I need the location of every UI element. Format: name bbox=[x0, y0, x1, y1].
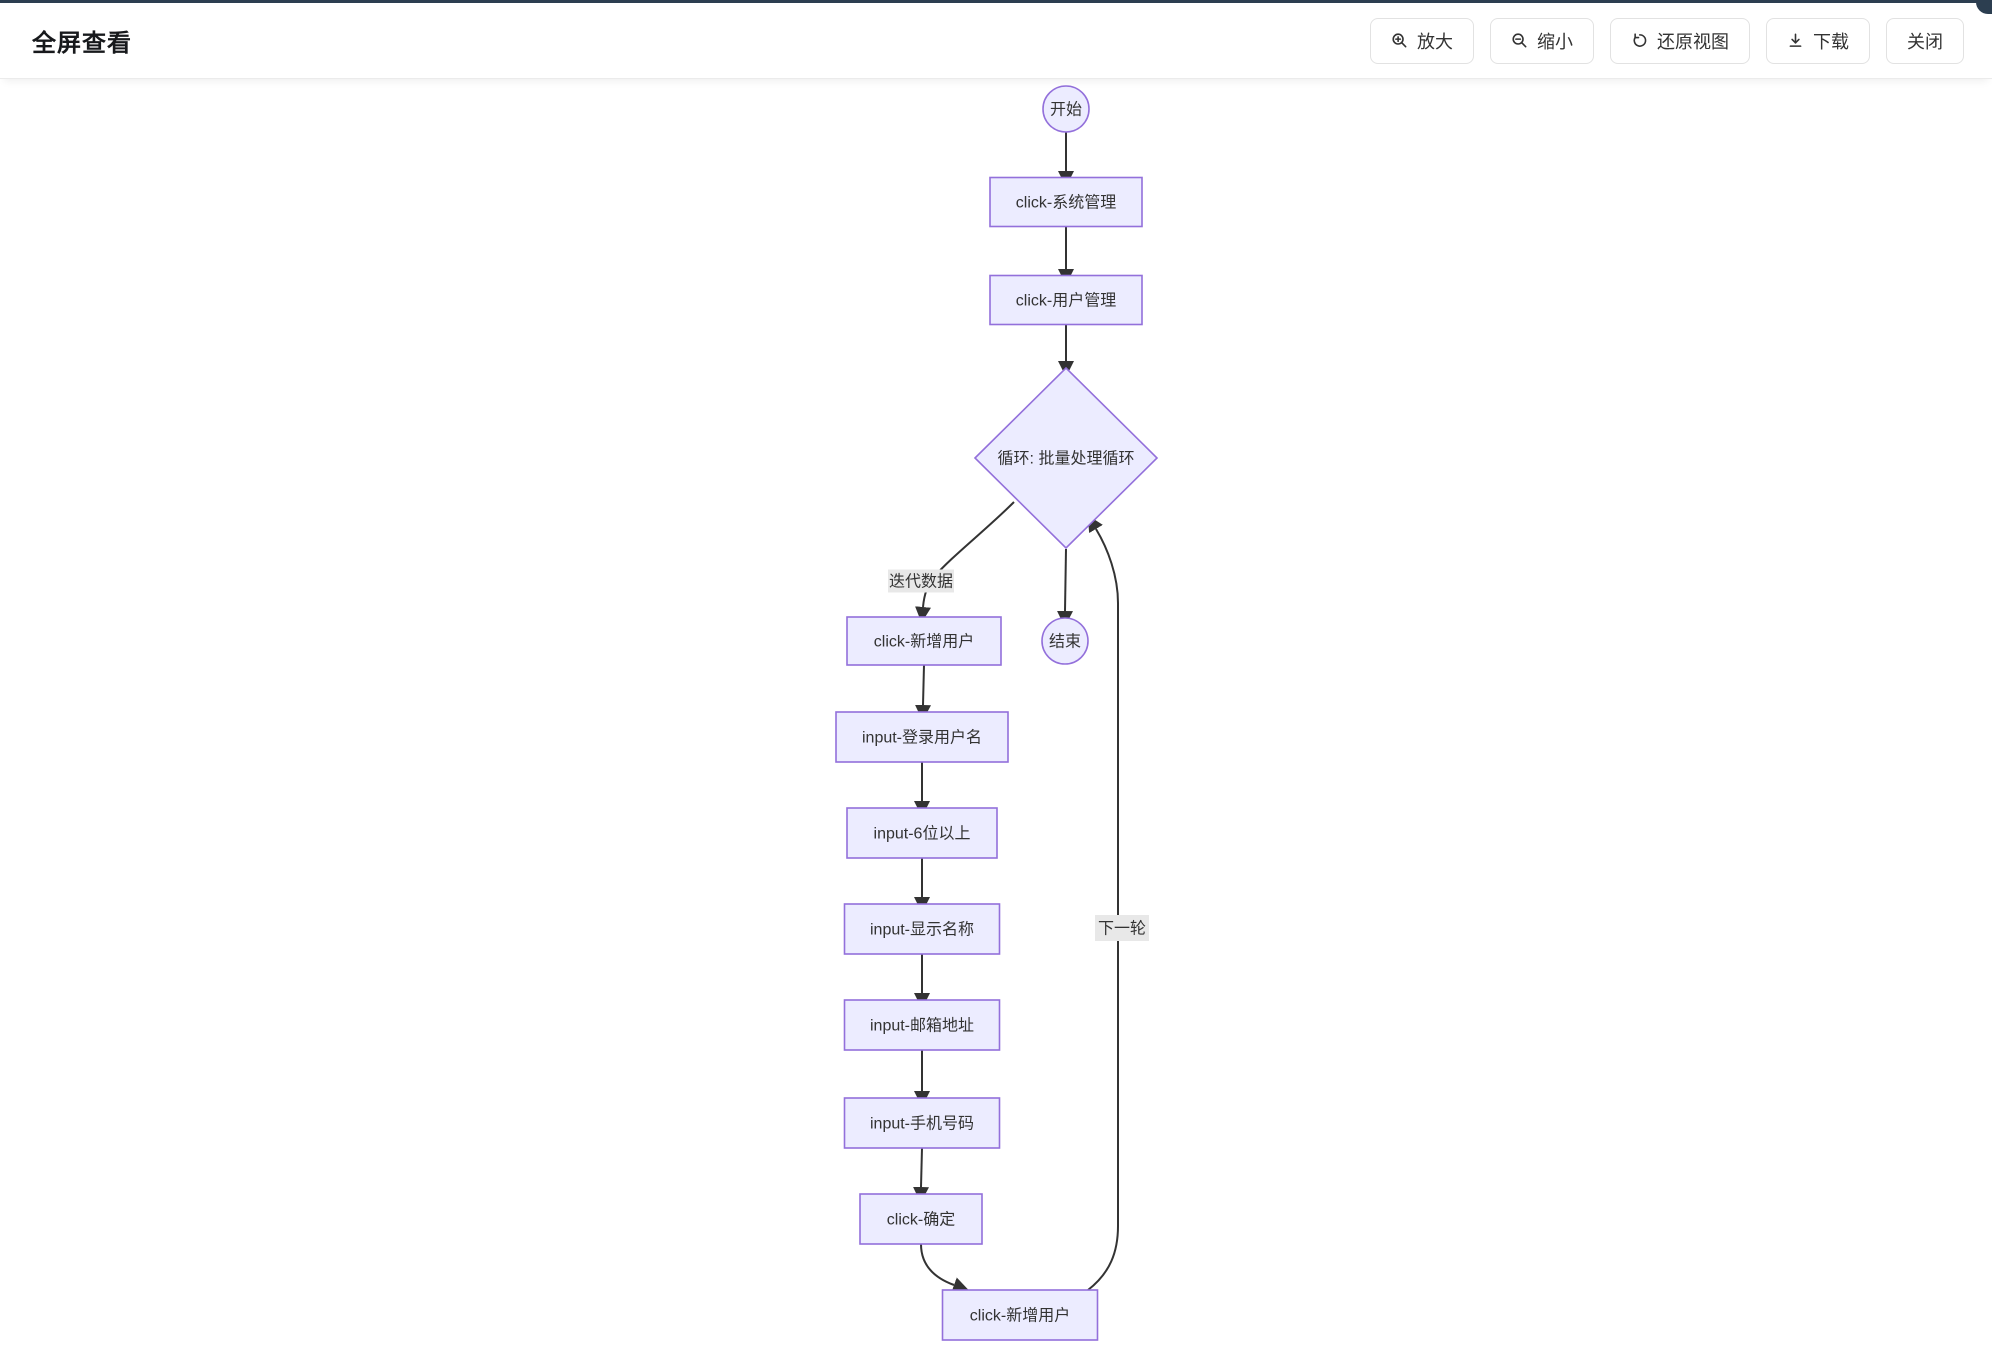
zoom-out-button[interactable]: 缩小 bbox=[1490, 17, 1594, 64]
rect-shape bbox=[989, 274, 1143, 326]
button-label: 还原视图 bbox=[1657, 31, 1729, 52]
page-title: 全屏查看 bbox=[32, 30, 132, 57]
flow-node-click-usermgmt: click-用户管理 bbox=[989, 274, 1143, 326]
edge-label-bg bbox=[1095, 915, 1149, 941]
rect-shape bbox=[941, 1289, 1099, 1341]
edge-label: 迭代数据 bbox=[889, 573, 953, 591]
flow-edge-click-adduser-2-to-loop bbox=[1087, 515, 1119, 1291]
edge-label: 下一轮 bbox=[1098, 920, 1146, 938]
corner-notch bbox=[1976, 0, 1992, 14]
rect-shape bbox=[859, 1193, 983, 1245]
flow-node-click-adduser-2: click-新增用户 bbox=[941, 1289, 1099, 1341]
toolbar-buttons: 放大 缩小 还原视图 bbox=[1370, 17, 1964, 64]
flow-node-click-adduser-1: click-新增用户 bbox=[846, 616, 1002, 666]
rect-shape bbox=[843, 999, 1001, 1051]
edge-label-bg bbox=[888, 569, 954, 593]
flow-node-input-username: input-登录用户名 bbox=[835, 711, 1009, 763]
button-label: 关闭 bbox=[1907, 31, 1943, 52]
rect-shape bbox=[846, 616, 1002, 666]
reset-view-icon bbox=[1633, 33, 1647, 47]
flow-node-input-password: input-6位以上 bbox=[846, 807, 998, 859]
flow-node-start: 开始 bbox=[1042, 85, 1090, 133]
button-label: 下载 bbox=[1813, 31, 1849, 52]
diamond-shape bbox=[973, 366, 1159, 550]
download-icon bbox=[1789, 33, 1802, 47]
flow-node-click-system: click-系统管理 bbox=[989, 176, 1143, 228]
circle-shape bbox=[1042, 85, 1090, 133]
rect-shape bbox=[835, 711, 1009, 763]
close-button[interactable]: 关闭 bbox=[1886, 17, 1964, 64]
download-button[interactable]: 下载 bbox=[1766, 17, 1870, 64]
node-label: click-系统管理 bbox=[1016, 194, 1116, 212]
node-label: 循环: 批量处理循环 bbox=[998, 450, 1135, 468]
node-label: input-邮箱地址 bbox=[870, 1017, 974, 1035]
rect-shape bbox=[843, 903, 1001, 955]
top-accent-bar bbox=[0, 0, 1992, 3]
toolbar: 全屏查看 放大 缩小 bbox=[0, 3, 1992, 79]
node-label: click-新增用户 bbox=[874, 633, 974, 651]
node-label: input-登录用户名 bbox=[862, 729, 982, 747]
flow-node-loop: 循环: 批量处理循环 bbox=[973, 366, 1159, 550]
zoom-in-button[interactable]: 放大 bbox=[1370, 17, 1474, 64]
rect-shape bbox=[846, 807, 998, 859]
flow-edge-click-adduser-1-to-input-username bbox=[915, 664, 931, 721]
zoom-out-icon bbox=[1512, 33, 1527, 48]
node-label: input-显示名称 bbox=[870, 921, 974, 939]
flow-node-input-phone: input-手机号码 bbox=[843, 1097, 1001, 1149]
button-label: 放大 bbox=[1417, 31, 1453, 52]
circle-shape bbox=[1041, 617, 1089, 665]
flow-edge-click-confirm-to-click-adduser-2 bbox=[920, 1243, 970, 1293]
flow-node-click-confirm: click-确定 bbox=[859, 1193, 983, 1245]
flow-node-end: 结束 bbox=[1041, 617, 1089, 665]
flow-edge-input-phone-to-click-confirm bbox=[913, 1147, 929, 1203]
node-label: click-确定 bbox=[887, 1211, 955, 1229]
flow-node-input-email: input-邮箱地址 bbox=[843, 999, 1001, 1051]
node-label: 结束 bbox=[1049, 633, 1081, 651]
rect-shape bbox=[989, 176, 1143, 228]
flow-edge-loop-to-end bbox=[1057, 548, 1073, 627]
zoom-in-icon bbox=[1392, 33, 1407, 48]
button-label: 缩小 bbox=[1537, 31, 1573, 52]
node-label: click-新增用户 bbox=[970, 1307, 1070, 1325]
flow-node-input-displayname: input-显示名称 bbox=[843, 903, 1001, 955]
node-label: click-用户管理 bbox=[1016, 292, 1116, 310]
reset-view-button[interactable]: 还原视图 bbox=[1610, 17, 1750, 64]
diagram-canvas[interactable]: 迭代数据下一轮 开始 click-系统管理 click-用户管理循环: 批量处理循环 c… bbox=[0, 79, 1992, 1347]
node-label: 开始 bbox=[1050, 101, 1082, 119]
node-label: input-6位以上 bbox=[874, 825, 971, 843]
rect-shape bbox=[843, 1097, 1001, 1149]
node-label: input-手机号码 bbox=[870, 1115, 974, 1133]
